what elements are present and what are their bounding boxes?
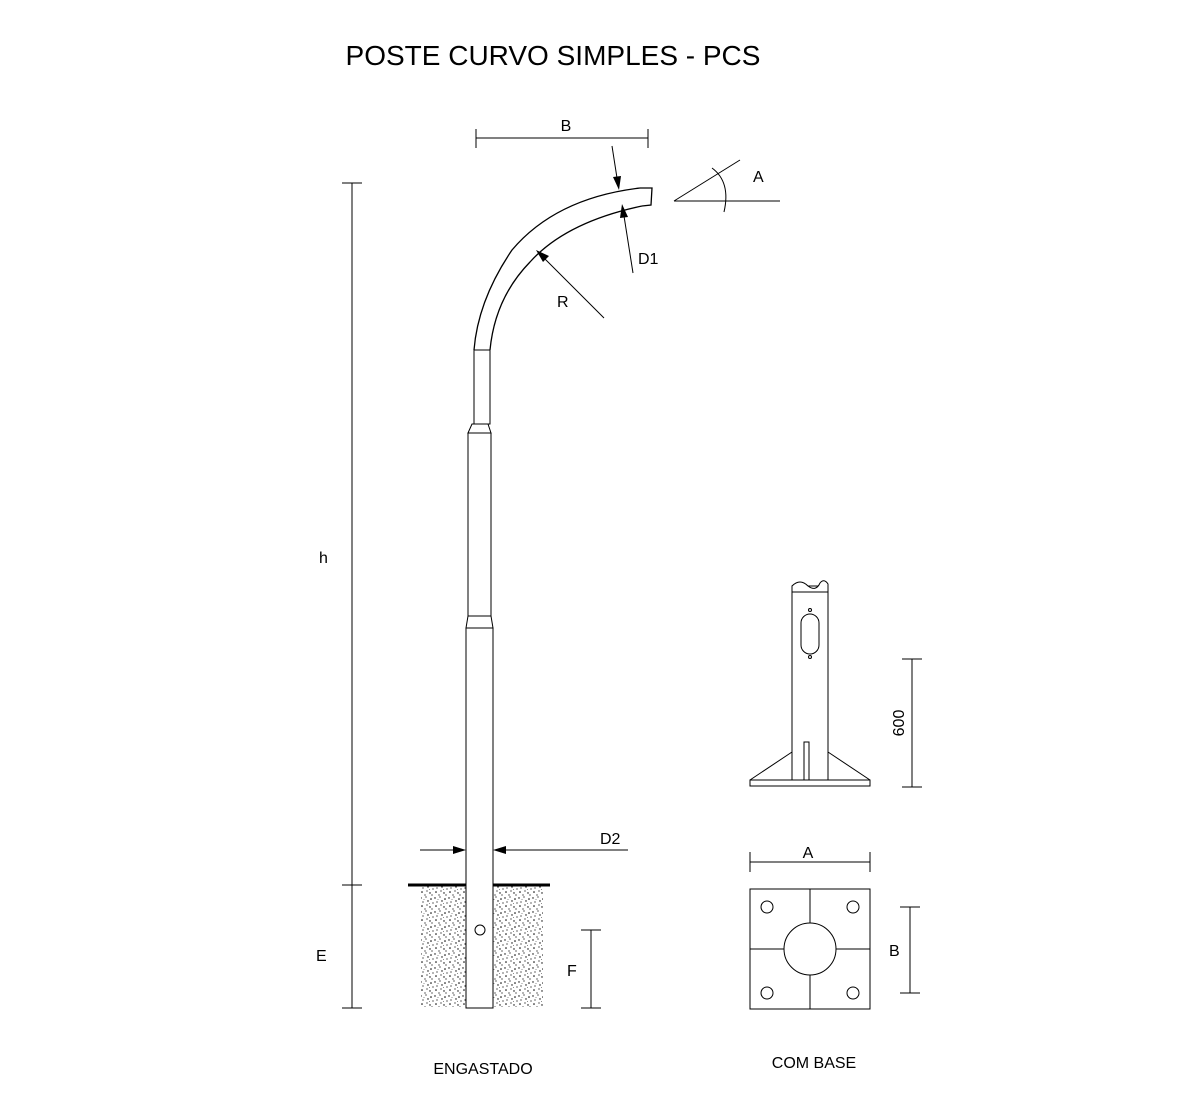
r-arrow: [536, 250, 549, 262]
base-elevation: [749, 580, 871, 787]
label-r: R: [557, 294, 569, 311]
upper-shaft: [473, 349, 491, 425]
d2-arrow-left: [453, 846, 466, 854]
dim-600: 600: [891, 658, 922, 788]
dim-b-base: B: [889, 906, 920, 994]
label-b-top: B: [561, 118, 572, 135]
bolt-hole-bottom-left: [760, 986, 774, 1000]
bolt-hole-top-left: [760, 900, 774, 914]
d1-arrow-bottom: [620, 204, 628, 218]
label-a-angle: A: [753, 169, 764, 186]
dimensions: B A D1 R h E D2 F: [316, 118, 780, 1009]
shaft-break: [791, 580, 829, 593]
door-screw-top: [808, 608, 812, 612]
upper-swage: [467, 423, 492, 434]
dim-a-base: A: [749, 845, 871, 872]
bolt-hole-top-right: [846, 900, 860, 914]
caption-engastado: ENGASTADO: [433, 1061, 532, 1078]
d1-leader-top: [611, 145, 618, 179]
arm-outer-edge: [473, 187, 641, 351]
lower-shaft: [465, 627, 494, 1009]
label-b-base: B: [889, 943, 900, 960]
service-door: [800, 613, 820, 655]
d1-arrow-top: [613, 176, 621, 190]
label-d2: D2: [600, 831, 621, 848]
r-leader: [543, 257, 605, 319]
gusset-right: [827, 751, 871, 781]
pole: [408, 187, 653, 1009]
caption-com-base: COM BASE: [772, 1055, 856, 1072]
base-plate-elevation: [749, 779, 871, 787]
inspection-hole: [474, 924, 486, 936]
bolt-hole-bottom-right: [846, 986, 860, 1000]
label-f: F: [567, 963, 577, 980]
angle-a-arc: [711, 167, 727, 213]
door-screw-bottom: [808, 655, 812, 659]
label-600: 600: [891, 710, 908, 737]
shaft-opening: [783, 922, 837, 976]
d1-leader-bottom: [623, 215, 634, 274]
drawing-title: POSTE CURVO SIMPLES - PCS: [346, 40, 761, 71]
middle-shaft: [467, 432, 492, 617]
label-h: h: [319, 550, 328, 567]
base-plan: [749, 888, 871, 1010]
label-e: E: [316, 948, 327, 965]
gusset-left: [749, 751, 793, 781]
base-shaft: [791, 585, 829, 781]
label-a-base: A: [803, 845, 814, 862]
label-d1: D1: [638, 251, 659, 268]
angle-a-incline: [673, 159, 741, 202]
arm-inner-edge: [489, 205, 643, 351]
ground-slot: [803, 741, 810, 781]
lower-swage: [465, 615, 494, 629]
d2-arrow-right: [493, 846, 506, 854]
arm-tip: [640, 187, 653, 207]
